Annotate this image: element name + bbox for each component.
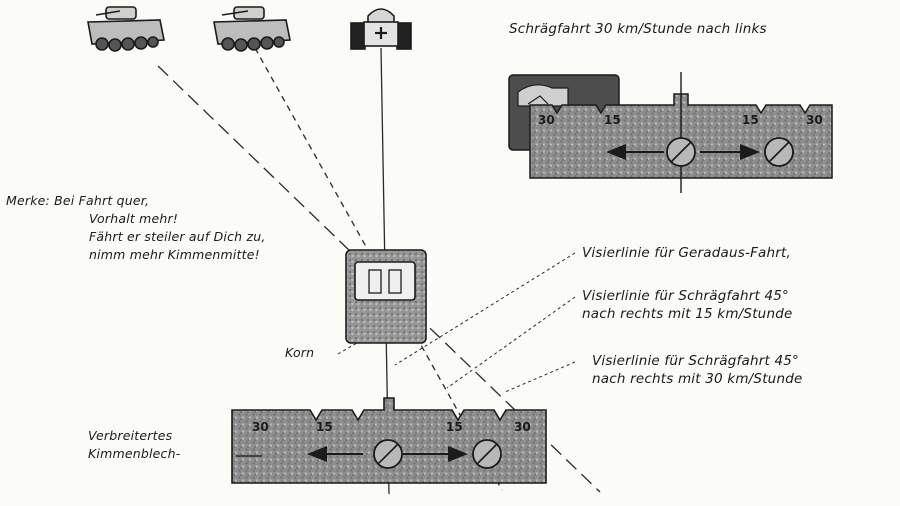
leader-straight	[394, 252, 576, 366]
leader-lines	[337, 252, 576, 393]
scale-mark: 15	[316, 420, 333, 434]
diagonal-caption: Schrägfahrt 30 km/Stunde nach links	[509, 21, 767, 37]
merke-line-1: Merke: Bei Fahrt quer,	[6, 193, 150, 208]
scale-mark: 30	[538, 113, 555, 127]
scale-mark: 15	[742, 113, 759, 127]
blade-label-2: Kimmenblech-	[88, 446, 181, 461]
blade-label-1: Verbreitertes	[88, 428, 173, 443]
front-sight-housing	[345, 249, 427, 344]
leader-diag15	[446, 296, 576, 389]
tank-side-center	[213, 6, 291, 52]
tank-front	[350, 8, 412, 50]
sight-line-diag15-label-1: Visierlinie für Schrägfahrt 45°	[582, 288, 789, 304]
scale-mark: 30	[514, 420, 531, 434]
scale-mark: 15	[604, 113, 621, 127]
scale-mark: 30	[252, 420, 269, 434]
scale-mark: 15	[446, 420, 463, 434]
leader-diag30	[504, 361, 576, 393]
tank-side-left	[87, 6, 165, 52]
merke-line-3: Fährt er steiler auf Dich zu,	[89, 229, 266, 244]
sight-line-diag30-label-1: Visierlinie für Schrägfahrt 45°	[592, 353, 799, 369]
sight-line-straight-label: Visierlinie für Geradaus-Fahrt,	[582, 245, 792, 261]
korn-label: Korn	[285, 345, 315, 360]
merke-line-2: Vorhalt mehr!	[89, 211, 179, 226]
rear-sight-blade	[231, 397, 547, 484]
scale-marks-blade: 30 15 15 30	[252, 420, 531, 434]
scale-mark: 30	[806, 113, 823, 127]
scale-marks-inset: 30 15 15 30	[538, 113, 823, 127]
leader-korn	[337, 342, 358, 355]
sight-line-diag30-label-2: nach rechts mit 30 km/Stunde	[592, 371, 803, 387]
sight-line-diag15-label-2: nach rechts mit 15 km/Stunde	[582, 306, 793, 322]
inset-sight-blade	[508, 72, 833, 193]
merke-line-4: nimm mehr Kimmenmitte!	[89, 247, 260, 262]
